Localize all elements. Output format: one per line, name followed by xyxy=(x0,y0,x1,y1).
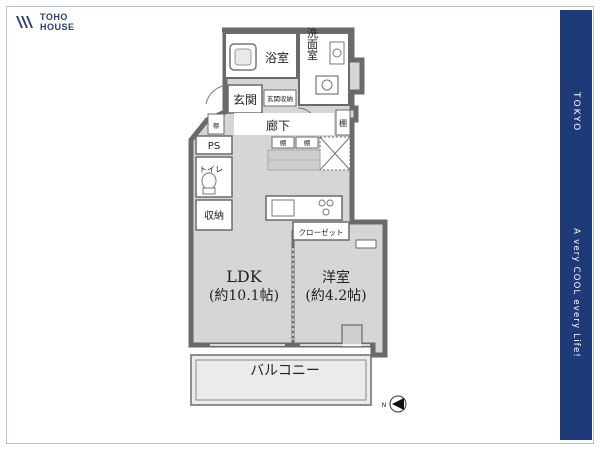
compass-icon: N xyxy=(382,395,407,413)
ldk-label: LDK xyxy=(226,267,262,286)
closet-label: クローゼット xyxy=(299,227,344,237)
brand-line2: HOUSE xyxy=(40,22,75,32)
shelf-left xyxy=(271,136,295,149)
balcony-area xyxy=(190,354,372,406)
closet xyxy=(292,221,350,241)
ldk-size-label: (約10.1帖) xyxy=(209,288,279,304)
entrance-label: 玄関 xyxy=(233,92,257,107)
brand-logo: TOHO HOUSE xyxy=(14,12,75,32)
logo-mark-icon xyxy=(16,16,33,28)
small-shelf-left-label: 棚 xyxy=(213,122,219,130)
brand-line1: TOHO xyxy=(40,12,68,22)
pipe-space-label: PS xyxy=(208,141,220,152)
toilet-label: トイレ xyxy=(199,165,223,174)
toilet-icon xyxy=(201,172,217,190)
hallway-shelf xyxy=(335,109,351,136)
hallway-shelf-label: 棚 xyxy=(339,118,347,128)
page-border xyxy=(6,6,594,444)
storage-label: 収納 xyxy=(204,209,224,222)
hallway-label: 廊下 xyxy=(266,118,290,133)
storage xyxy=(195,199,233,231)
shelf-right xyxy=(295,136,319,149)
washbasin-icon xyxy=(315,75,339,95)
bath-label: 浴室 xyxy=(265,50,289,65)
western-room-size-label: (約4.2帖) xyxy=(305,288,366,304)
shelf-left-label: 棚 xyxy=(280,138,287,147)
washer-space-icon xyxy=(329,41,345,65)
entrance-door-swing xyxy=(205,84,229,105)
western-room-label: 洋室 xyxy=(322,269,350,286)
washroom-label: 洗面室 xyxy=(306,27,319,60)
sink-icon xyxy=(271,199,295,217)
small-shelf-left xyxy=(207,113,225,135)
structural-column xyxy=(341,324,363,348)
balcony-label: バルコニー xyxy=(250,363,320,379)
compass-north-label: N xyxy=(382,402,387,409)
hallway xyxy=(234,113,334,135)
pipe-space xyxy=(195,135,233,155)
stove-icon xyxy=(318,199,326,207)
balcony-inner-line xyxy=(195,359,367,401)
side-banner xyxy=(560,10,592,440)
entrance-storage-label: 玄関収納 xyxy=(267,94,293,103)
entrance-storage xyxy=(263,89,297,107)
shelf-right-label: 棚 xyxy=(304,138,311,147)
